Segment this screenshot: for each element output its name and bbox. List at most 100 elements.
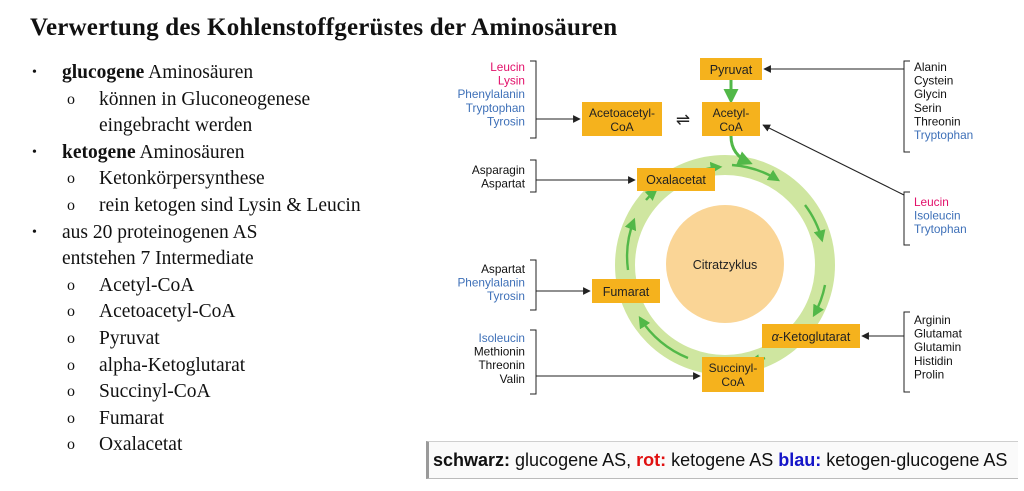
- bracket: [530, 259, 537, 311]
- amino-acid-label: Isoleucin: [478, 331, 525, 345]
- amino-acid-label: Tryptophan: [466, 101, 525, 115]
- amino-acid-label: Asparagin: [472, 163, 525, 177]
- sub-bullet-icon: o: [67, 329, 75, 347]
- svg-text:CoA: CoA: [721, 375, 744, 389]
- intermediate-item: Fumarat: [99, 407, 164, 429]
- box-acetyl-coa: Acetyl- CoA: [702, 102, 760, 136]
- bullet-icon: •: [32, 224, 37, 240]
- intermediate-item: alpha-Ketoglutarat: [99, 354, 246, 376]
- svg-text:Oxalacetat: Oxalacetat: [646, 173, 706, 187]
- amino-acid-label: Phenylalanin: [457, 276, 525, 290]
- svg-text:Pyruvat: Pyruvat: [710, 63, 753, 77]
- list-text: eingebracht werden: [99, 115, 253, 137]
- intermediate-item: Pyruvat: [99, 327, 160, 349]
- list-item: • ketogene Aminosäuren: [30, 140, 361, 167]
- list-item: o alpha-Ketoglutarat: [30, 353, 361, 380]
- amino-acid-label: Valin: [500, 372, 525, 386]
- amino-acid-label: Methionin: [474, 345, 525, 359]
- box-ketoglutarat: α-Ketoglutarat: [762, 324, 860, 348]
- list-item: o rein ketogen sind Lysin & Leucin: [30, 193, 361, 220]
- amino-acid-label: Histidin: [914, 354, 953, 368]
- svg-text:CoA: CoA: [719, 120, 742, 134]
- amino-acid-label: Alanin: [914, 60, 947, 74]
- sub-bullet-icon: o: [67, 436, 75, 454]
- ring-arrow: [638, 315, 689, 360]
- amino-acid-label: Lysin: [498, 74, 525, 88]
- amino-acid-label: Leucin: [914, 195, 949, 209]
- list-text: aus 20 proteinogenen AS: [62, 221, 258, 243]
- svg-text:Fumarat: Fumarat: [603, 285, 650, 299]
- acetyl-to-cycle-arrow: [729, 135, 753, 166]
- legend-blau-label: blau:: [778, 450, 822, 470]
- ring-arrow: [812, 284, 827, 318]
- glucogene-term: glucogene: [62, 62, 145, 83]
- citratzyklus-label: Citratzyklus: [693, 258, 758, 272]
- bracket: [530, 329, 537, 395]
- amino-acid-label: Leucin: [490, 60, 525, 74]
- bullet-icon: •: [32, 65, 37, 80]
- amino-acid-label: Prolin: [914, 367, 944, 381]
- svg-text:Succinyl-: Succinyl-: [709, 361, 758, 375]
- amino-acid-label: Tyrosin: [487, 289, 525, 303]
- ring-arrow: [624, 217, 637, 271]
- amino-acid-label: Phenylalanin: [457, 87, 525, 101]
- bracket: [530, 159, 537, 193]
- list-item: • aus 20 proteinogenen AS: [30, 220, 361, 247]
- list-text: Aminosäuren: [135, 141, 245, 163]
- list-item: o Succinyl-CoA: [30, 379, 361, 406]
- color-legend: schwarz: glucogene AS, rot: ketogene AS …: [426, 441, 1018, 479]
- amino-acid-label: Serin: [914, 101, 942, 115]
- bullet-icon: •: [32, 144, 37, 160]
- intermediate-item: Succinyl-CoA: [99, 381, 211, 403]
- sub-bullet-icon: o: [67, 356, 75, 374]
- list-item: o Ketonkörpersynthese: [30, 166, 361, 193]
- list-item: • glucogene Aminosäuren: [30, 60, 361, 87]
- amino-acid-label: Glutamin: [914, 340, 961, 354]
- amino-acid-label: Glycin: [914, 87, 947, 101]
- sub-bullet-icon: o: [67, 303, 75, 321]
- citric-cycle-diagram: Citratzyklus Pyruvat Acetoacetyl- CoA ⇌ …: [457, 58, 973, 395]
- amino-acid-label: Trytophan: [914, 222, 967, 236]
- amino-acid-label: Cystein: [914, 74, 953, 88]
- list-text: rein ketogen sind Lysin & Leucin: [99, 194, 361, 216]
- amino-acid-label: Tryptophan: [914, 128, 973, 142]
- amino-acid-label: Aspartat: [481, 177, 526, 191]
- amino-acid-label: Isoleucin: [914, 209, 961, 223]
- bracket: [903, 311, 910, 393]
- aa-group-pyruvat: AlaninCysteinGlycinSerinThreoninTryptoph…: [914, 60, 973, 142]
- list-text: Ketonkörpersynthese: [99, 168, 265, 190]
- legend-rot-label: rot:: [636, 450, 667, 470]
- list-item-continuation: entstehen 7 Intermediate: [30, 246, 361, 273]
- sub-bullet-icon: o: [67, 170, 75, 188]
- list-item: o Oxalacetat: [30, 432, 361, 459]
- sub-bullet-icon: o: [67, 90, 75, 108]
- bracket: [903, 60, 910, 153]
- list-text: Aminosäuren: [144, 62, 254, 83]
- list-item: o Pyruvat: [30, 326, 361, 353]
- citratzyklus-center: [666, 205, 784, 323]
- bullet-list: • glucogene Aminosäuren o können in Gluc…: [30, 60, 361, 459]
- list-item-continuation: eingebracht werden: [30, 113, 361, 140]
- list-item: o Acetyl-CoA: [30, 273, 361, 300]
- list-item: o können in Gluconeogenese: [30, 87, 361, 114]
- alpha-symbol: α: [772, 330, 780, 344]
- arrow-to-acetyl: [762, 124, 905, 196]
- ketogene-term: ketogene: [62, 141, 136, 163]
- svg-text:CoA: CoA: [610, 120, 633, 134]
- box-fumarat: Fumarat: [592, 279, 660, 303]
- box-pyruvat: Pyruvat: [700, 58, 762, 80]
- list-text: können in Gluconeogenese: [99, 88, 311, 110]
- svg-text:Acetyl-: Acetyl-: [713, 106, 750, 120]
- sub-bullet-icon: o: [67, 383, 75, 401]
- list-item: o Fumarat: [30, 406, 361, 433]
- svg-text:Acetoacetyl-: Acetoacetyl-: [589, 106, 655, 120]
- legend-rot-text: ketogene AS: [666, 450, 779, 470]
- amino-acid-label: Arginin: [914, 313, 951, 327]
- amino-acid-label: Threonin: [914, 114, 961, 128]
- page-title: Verwertung des Kohlenstoffgerüstes der A…: [30, 14, 618, 41]
- sub-bullet-icon: o: [67, 409, 75, 427]
- svg-text:α-Ketoglutarat: α-Ketoglutarat: [772, 330, 851, 344]
